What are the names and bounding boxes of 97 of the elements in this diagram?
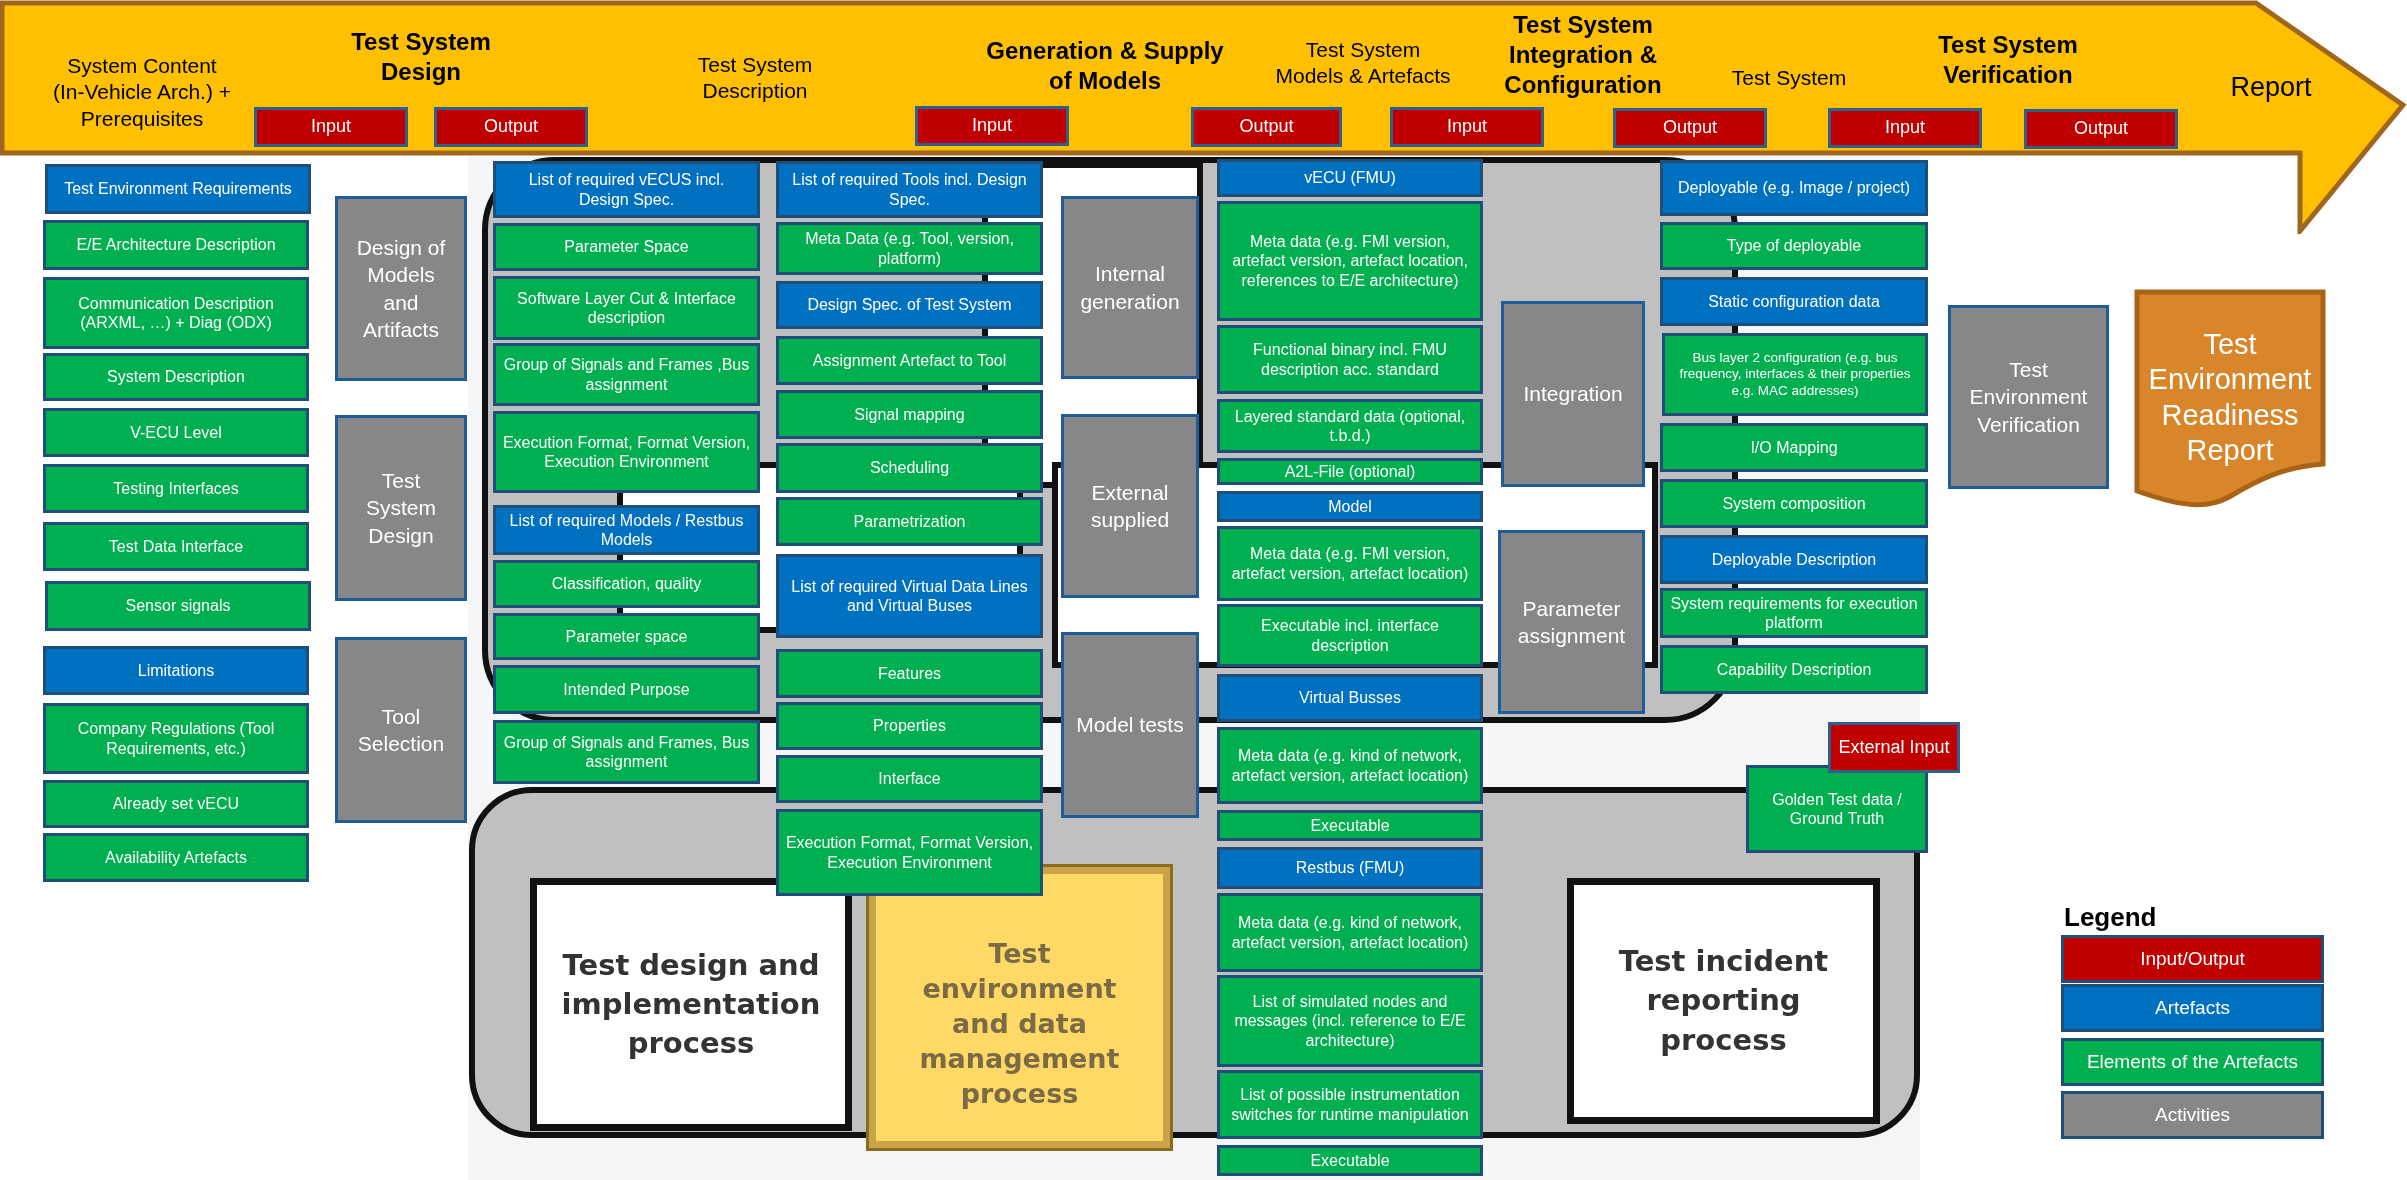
element-box: Meta data (e.g. FMI version, artefact version, artefact location): [1217, 526, 1483, 601]
report-document: [2134, 289, 2326, 509]
element-box: Interface: [776, 755, 1043, 803]
element-box: Executable: [1217, 810, 1483, 841]
artefact-box: vECU (FMU): [1217, 159, 1483, 197]
element-box: Parametrization: [776, 497, 1043, 546]
element-box: Meta data (e.g. FMI version, artefact version, artefact location, references to E/E architecture): [1217, 201, 1483, 321]
artefact-box: Virtual Busses: [1217, 674, 1483, 722]
element-box: System composition: [1660, 479, 1928, 528]
element-box: Sensor signals: [45, 581, 311, 631]
stage-label: Test System Models & Artefacts: [1274, 36, 1452, 89]
element-box: Meta data (e.g. kind of network, artefact version, artefact location): [1217, 727, 1483, 804]
element-box: Test Data Interface: [43, 522, 309, 571]
element-box: Company Regulations (Tool Requirements, etc.): [43, 703, 309, 774]
element-box: System requirements for execution platform: [1660, 588, 1928, 638]
element-box: Communication Description (ARXML, …) + Diag (ODX): [43, 277, 309, 349]
element-box: Signal mapping: [776, 390, 1043, 439]
stage-label: System Content (In-Vehicle Arch.) + Prerequisites: [52, 52, 232, 132]
element-box: System Description: [43, 353, 309, 401]
activity-box: Model tests: [1061, 632, 1199, 818]
artefact-box: Limitations: [43, 646, 309, 695]
io-box: Input: [915, 106, 1069, 146]
stage-label: Report: [2230, 71, 2312, 105]
element-box: A2L-File (optional): [1217, 458, 1483, 485]
io-box: External Input: [1828, 722, 1960, 773]
element-box: V-ECU Level: [43, 408, 309, 457]
activity-box: Tool Selection: [335, 637, 467, 823]
element-box: Features: [776, 649, 1043, 698]
artefact-box: Model: [1217, 491, 1483, 522]
io-box: Input: [1390, 107, 1544, 147]
element-box: E/E Architecture Description: [43, 220, 309, 270]
process-box: Test design and implementation process: [530, 878, 852, 1131]
io-box: Output: [1191, 107, 1342, 147]
element-box: Capability Description: [1660, 645, 1928, 694]
element-box: Type of deployable: [1660, 222, 1928, 270]
element-box: Properties: [776, 702, 1043, 750]
element-box: Parameter Space: [493, 223, 760, 271]
element-box: Golden Test data / Ground Truth: [1746, 765, 1928, 853]
activity-box: Internal generation: [1061, 196, 1199, 379]
element-box: Group of Signals and Frames ,Bus assignment: [493, 343, 760, 406]
element-box: List of possible instrumentation switches for runtime manipulation: [1217, 1070, 1483, 1139]
legend-text: Activities: [2155, 1104, 2230, 1126]
io-box: Output: [1613, 108, 1767, 148]
artefact-box: List of required Models / Restbus Models: [493, 505, 760, 555]
element-box: Testing Interfaces: [43, 464, 309, 513]
artefact-box: List of required Tools incl. Design Spec.: [776, 161, 1043, 218]
element-box: Bus layer 2 configuration (e.g. bus frequency, interfaces & their properties e.g. MAC addresses): [1662, 333, 1928, 416]
activity-box: Design of Models and Artifacts: [335, 196, 467, 381]
element-box: Classification, quality: [493, 560, 760, 608]
activity-box: Integration: [1501, 301, 1645, 487]
report-title: Test Environment Readiness Report: [2147, 327, 2313, 469]
process-box: Test environment and data management process: [869, 867, 1170, 1148]
stage-heading: Generation & Supply of Models: [985, 36, 1225, 96]
element-box: Intended Purpose: [493, 665, 760, 714]
legend-title: Legend: [2064, 902, 2157, 933]
element-box: Assignment Artefact to Tool: [776, 336, 1043, 385]
activity-box: Parameter assignment: [1498, 530, 1645, 714]
activity-box: Test System Design: [335, 415, 467, 601]
activity-box: External supplied: [1061, 414, 1199, 598]
element-box: Functional binary incl. FMU description acc. standard: [1217, 325, 1483, 394]
element-box: Executable incl. interface description: [1217, 604, 1483, 667]
element-box: Layered standard data (optional, t.b.d.): [1217, 399, 1483, 453]
element-box: Meta Data (e.g. Tool, version, platform): [776, 222, 1043, 275]
legend-text: Artefacts: [2155, 997, 2230, 1019]
artefact-box: Design Spec. of Test System: [776, 281, 1043, 329]
process-box: Test incident reporting process: [1567, 878, 1880, 1124]
artefact-box: List of required vECUS incl. Design Spec.: [493, 161, 760, 218]
legend-text: Elements of the Artefacts: [2086, 1051, 2299, 1073]
element-box: I/O Mapping: [1660, 423, 1928, 472]
element-box: Execution Format, Format Version, Execution Environment: [776, 809, 1043, 896]
artefact-box: Static configuration data: [1660, 277, 1928, 326]
element-box: Group of Signals and Frames, Bus assignment: [493, 720, 760, 784]
stage-label: Test System Description: [696, 51, 814, 104]
stage-heading: Test System Integration & Configuration: [1503, 10, 1663, 100]
artefact-box: Deployable Description: [1660, 535, 1928, 584]
element-box: Parameter space: [493, 613, 760, 660]
element-box: Meta data (e.g. kind of network, artefact version, artefact location): [1217, 893, 1483, 972]
element-box: Already set vECU: [43, 780, 309, 828]
io-box: Input: [254, 107, 408, 147]
io-box: Input: [1828, 108, 1982, 148]
artefact-box: Deployable (e.g. Image / project): [1660, 160, 1928, 216]
stage-label: Test System: [1731, 64, 1847, 91]
stage-heading: Test System Design: [350, 27, 492, 87]
artefact-box: Test Environment Requirements: [45, 164, 311, 214]
element-box: List of simulated nodes and messages (incl. reference to E/E architecture): [1217, 975, 1483, 1067]
stage-heading: Test System Verification: [1937, 30, 2079, 90]
artefact-box: List of required Virtual Data Lines and Virtual Buses: [776, 554, 1043, 638]
element-box: Software Layer Cut & Interface description: [493, 276, 760, 340]
element-box: Scheduling: [776, 443, 1043, 493]
legend-text: Input/Output: [2140, 948, 2245, 970]
element-box: Execution Format, Format Version, Execution Environment: [493, 411, 760, 493]
activity-box: Test Environment Verification: [1948, 305, 2109, 489]
element-box: Executable: [1217, 1145, 1483, 1176]
element-box: Availability Artefacts: [43, 833, 309, 882]
artefact-box: Restbus (FMU): [1217, 847, 1483, 889]
io-box: Output: [2024, 109, 2178, 149]
io-box: Output: [434, 107, 588, 147]
